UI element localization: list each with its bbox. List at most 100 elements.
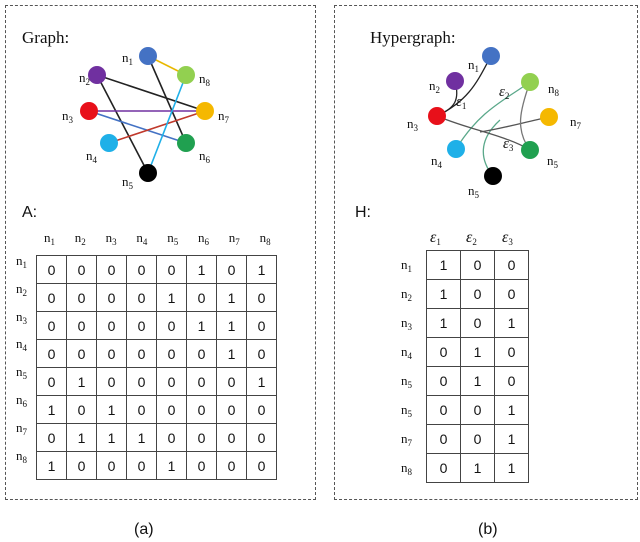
adjacency-col-header-3: n3 — [105, 230, 117, 247]
edge-n2-n7 — [96, 74, 206, 112]
node-label-n6: n6 — [199, 148, 211, 165]
adjacency-cell: 1 — [246, 367, 277, 396]
incidence-matrix-label: H: — [355, 204, 371, 221]
adjacency-cell: 1 — [246, 255, 277, 284]
adjacency-cell: 1 — [216, 311, 247, 340]
hyperedge-label-3: ε3 — [503, 136, 514, 153]
node-label-n3: n3 — [62, 108, 74, 125]
node-n5 — [139, 164, 157, 182]
adjacency-cell: 0 — [156, 423, 187, 452]
adjacency-col-header-1: n1 — [44, 230, 55, 247]
incidence-cell: 0 — [460, 308, 495, 338]
caption-b: (b) — [478, 521, 498, 538]
node-label-n5: n5 — [122, 174, 134, 191]
incidence-cell: 1 — [426, 308, 461, 338]
node-label-n8: n8 — [199, 71, 211, 88]
node-label-n1: n1 — [122, 50, 133, 67]
node-n2 — [88, 66, 106, 84]
incidence-cell: 0 — [494, 279, 529, 309]
caption-a: (a) — [134, 521, 154, 538]
incidence-cell: 1 — [460, 366, 495, 396]
incidence-cell: 0 — [494, 366, 529, 396]
hyperedge-e3-n8 — [519, 81, 531, 151]
adjacency-cell: 0 — [126, 255, 157, 284]
incidence-row-header-8: n8 — [401, 460, 412, 477]
adjacency-cell: 1 — [36, 451, 67, 480]
adjacency-cell: 0 — [216, 255, 247, 284]
adjacency-cell: 0 — [246, 311, 277, 340]
adjacency-row-header-1: n1 — [16, 253, 27, 270]
hyper-node-n7 — [540, 108, 558, 126]
hyper-node-label-n8: n8 — [548, 81, 560, 98]
adjacency-cell: 0 — [36, 255, 67, 284]
adjacency-col-header-2: n2 — [74, 230, 86, 247]
incidence-row-header-3: n3 — [401, 315, 412, 332]
adjacency-col-header-8: n8 — [259, 230, 271, 247]
adjacency-row-header-4: n4 — [16, 336, 27, 354]
incidence-cell: 1 — [460, 337, 495, 367]
adjacency-cell: 0 — [96, 283, 127, 312]
hyper-node-label-n7: n7 — [570, 114, 582, 131]
node-label-n7: n7 — [218, 108, 230, 125]
incidence-row-header-5: n5 — [401, 373, 412, 390]
adjacency-cell: 1 — [96, 395, 127, 424]
hyper-node-label-n4: n4 — [431, 153, 443, 170]
node-n1 — [139, 47, 157, 65]
adjacency-cell: 0 — [186, 395, 217, 424]
adjacency-col-header-4: n4 — [136, 230, 148, 247]
adjacency-cell: 0 — [156, 367, 187, 396]
adjacency-cell: 1 — [96, 423, 127, 452]
edge-n4-n7 — [108, 110, 206, 144]
hyperedge-e3-n3 — [436, 115, 531, 151]
incidence-cell: 1 — [460, 453, 495, 483]
incidence-cell: 0 — [494, 250, 529, 280]
incidence-row-header-6: n5 — [401, 402, 412, 419]
adjacency-cell: 0 — [246, 283, 277, 312]
incidence-col-header-2: ε2 — [466, 229, 477, 247]
adjacency-col-header-5: n5 — [167, 230, 179, 247]
adjacency-row-header-6: n6 — [16, 392, 27, 409]
incidence-cell: 0 — [426, 453, 461, 483]
hyper-node-n6 — [521, 141, 539, 159]
adjacency-cell: 0 — [36, 423, 67, 452]
incidence-row-header-4: n4 — [401, 344, 412, 361]
node-n6 — [177, 134, 195, 152]
incidence-col-header-1: ε1 — [430, 229, 441, 247]
hypergraph-title: Hypergraph: — [370, 28, 456, 47]
incidence-cell: 0 — [460, 395, 495, 425]
adjacency-col-header-6: n6 — [198, 230, 209, 247]
adjacency-cell: 1 — [156, 283, 187, 312]
adjacency-cell: 1 — [216, 339, 247, 368]
adjacency-row-header-3: n3 — [16, 308, 27, 326]
incidence-cell: 0 — [460, 424, 495, 454]
graph-panel — [5, 5, 316, 500]
adjacency-cell: 0 — [126, 367, 157, 396]
hyperedge-e3-n7 — [479, 116, 550, 133]
incidence-cell: 0 — [460, 279, 495, 309]
incidence-cell: 1 — [426, 279, 461, 309]
edge-n5-n8 — [147, 74, 187, 174]
adjacency-cell: 0 — [66, 311, 97, 340]
incidence-cell: 0 — [426, 395, 461, 425]
node-label-n4: n4 — [86, 148, 98, 165]
hyper-node-label-n2: n2 — [429, 78, 440, 95]
adjacency-cell: 0 — [66, 451, 97, 480]
incidence-row-header-2: n2 — [401, 286, 412, 303]
edge-n3-n6 — [88, 110, 187, 144]
hyper-node-label-n5: n5 — [468, 183, 480, 200]
hyper-node-n1 — [482, 47, 500, 65]
adjacency-row-header-7: n7 — [16, 419, 27, 437]
adjacency-cell: 0 — [66, 283, 97, 312]
node-n3 — [80, 102, 98, 120]
hyperedge-label-2: ε2 — [499, 84, 509, 101]
adjacency-cell: 0 — [96, 367, 127, 396]
